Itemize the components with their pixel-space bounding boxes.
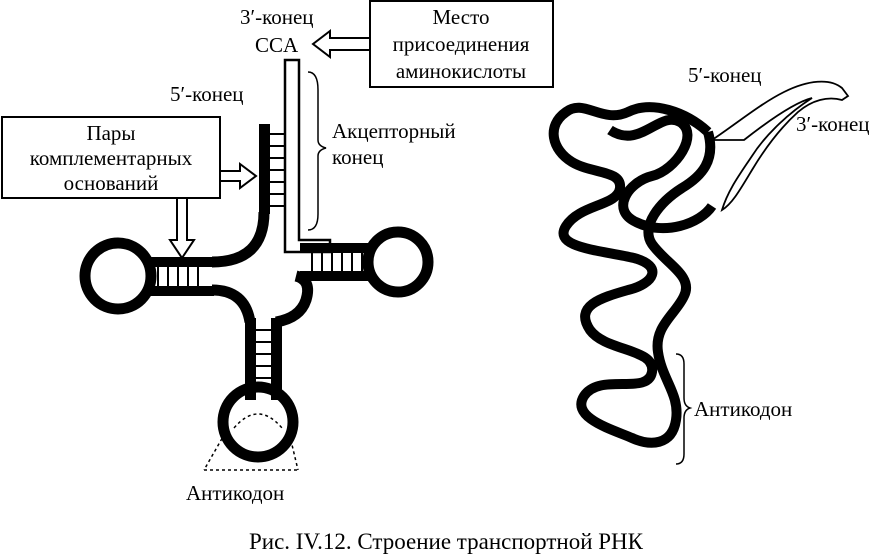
- d-loop: [79, 237, 157, 315]
- t-stem-bottom-strand: [300, 271, 372, 281]
- attachment-line-3: аминокислоты: [396, 59, 526, 83]
- junction-lower-curve: [211, 284, 256, 324]
- anticodon-right-bracket: [675, 353, 693, 465]
- cloverleaf-diagram: 3′-конец CCA Место присоединения аминоки…: [1, 0, 554, 505]
- attachment-line-1: Место: [433, 5, 490, 29]
- d-stem-bottom-strand: [148, 286, 214, 296]
- d-stem-top-strand: [148, 257, 214, 267]
- acceptor-stem-5prime-strand: [259, 124, 270, 214]
- three-prime-end-right-label: 3′-конец: [796, 112, 870, 136]
- acceptor-end-label-line-1: Акцепторный: [332, 119, 456, 143]
- attachment-site-box: [369, 0, 554, 88]
- t-loop: [362, 226, 434, 298]
- junction-left-curve: [211, 211, 270, 268]
- five-prime-end-right-label: 5′-конец: [688, 63, 762, 87]
- ribbon-three-prime-tail: [709, 80, 850, 212]
- acceptor-stem-3prime-strand: [283, 58, 332, 254]
- pairs-line-3: оснований: [64, 171, 159, 195]
- junction-right-curve: [274, 270, 314, 328]
- pairs-to-d-stem-arrow: [168, 197, 196, 260]
- acceptor-stem-base-pairs: [270, 133, 285, 207]
- anticodon-stem-left-strand: [245, 318, 256, 400]
- attachment-arrow: [311, 28, 371, 60]
- tertiary-structure-ribbon: 5′-конец 3′-конец Антикодон: [548, 63, 870, 465]
- anticodon-stem-right-strand: [271, 318, 282, 400]
- acceptor-end-bracket: [307, 71, 327, 231]
- complementary-pairs-box: [1, 116, 221, 199]
- acceptor-end-label-line-2: конец: [332, 145, 383, 169]
- cca-label: CCA: [255, 33, 299, 57]
- pairs-line-1: Пары: [86, 121, 135, 145]
- anticodon-left-label: Антикодон: [186, 481, 284, 505]
- t-stem-top-strand: [300, 243, 372, 253]
- anticodon-right-label: Антикодон: [694, 397, 792, 421]
- anticodon-stem-base-pairs: [256, 329, 271, 391]
- anticodon-triplet-marker: [203, 413, 299, 471]
- pairs-to-acceptor-arrow: [219, 162, 258, 190]
- anticodon-loop: [217, 381, 299, 463]
- ribbon-body: [548, 102, 716, 448]
- figure-caption: Рис. IV.12. Строение транспортной РНК: [249, 529, 644, 554]
- pairs-line-2: комплементарных: [30, 146, 193, 170]
- attachment-line-2: присоединения: [393, 32, 530, 56]
- ribbon-inner-strand: [607, 114, 717, 234]
- three-prime-end-left-label: 3′-конец: [240, 5, 314, 29]
- t-stem-base-pairs: [311, 253, 363, 271]
- d-stem-base-pairs: [157, 267, 199, 286]
- five-prime-end-left-label: 5′-конец: [170, 82, 244, 106]
